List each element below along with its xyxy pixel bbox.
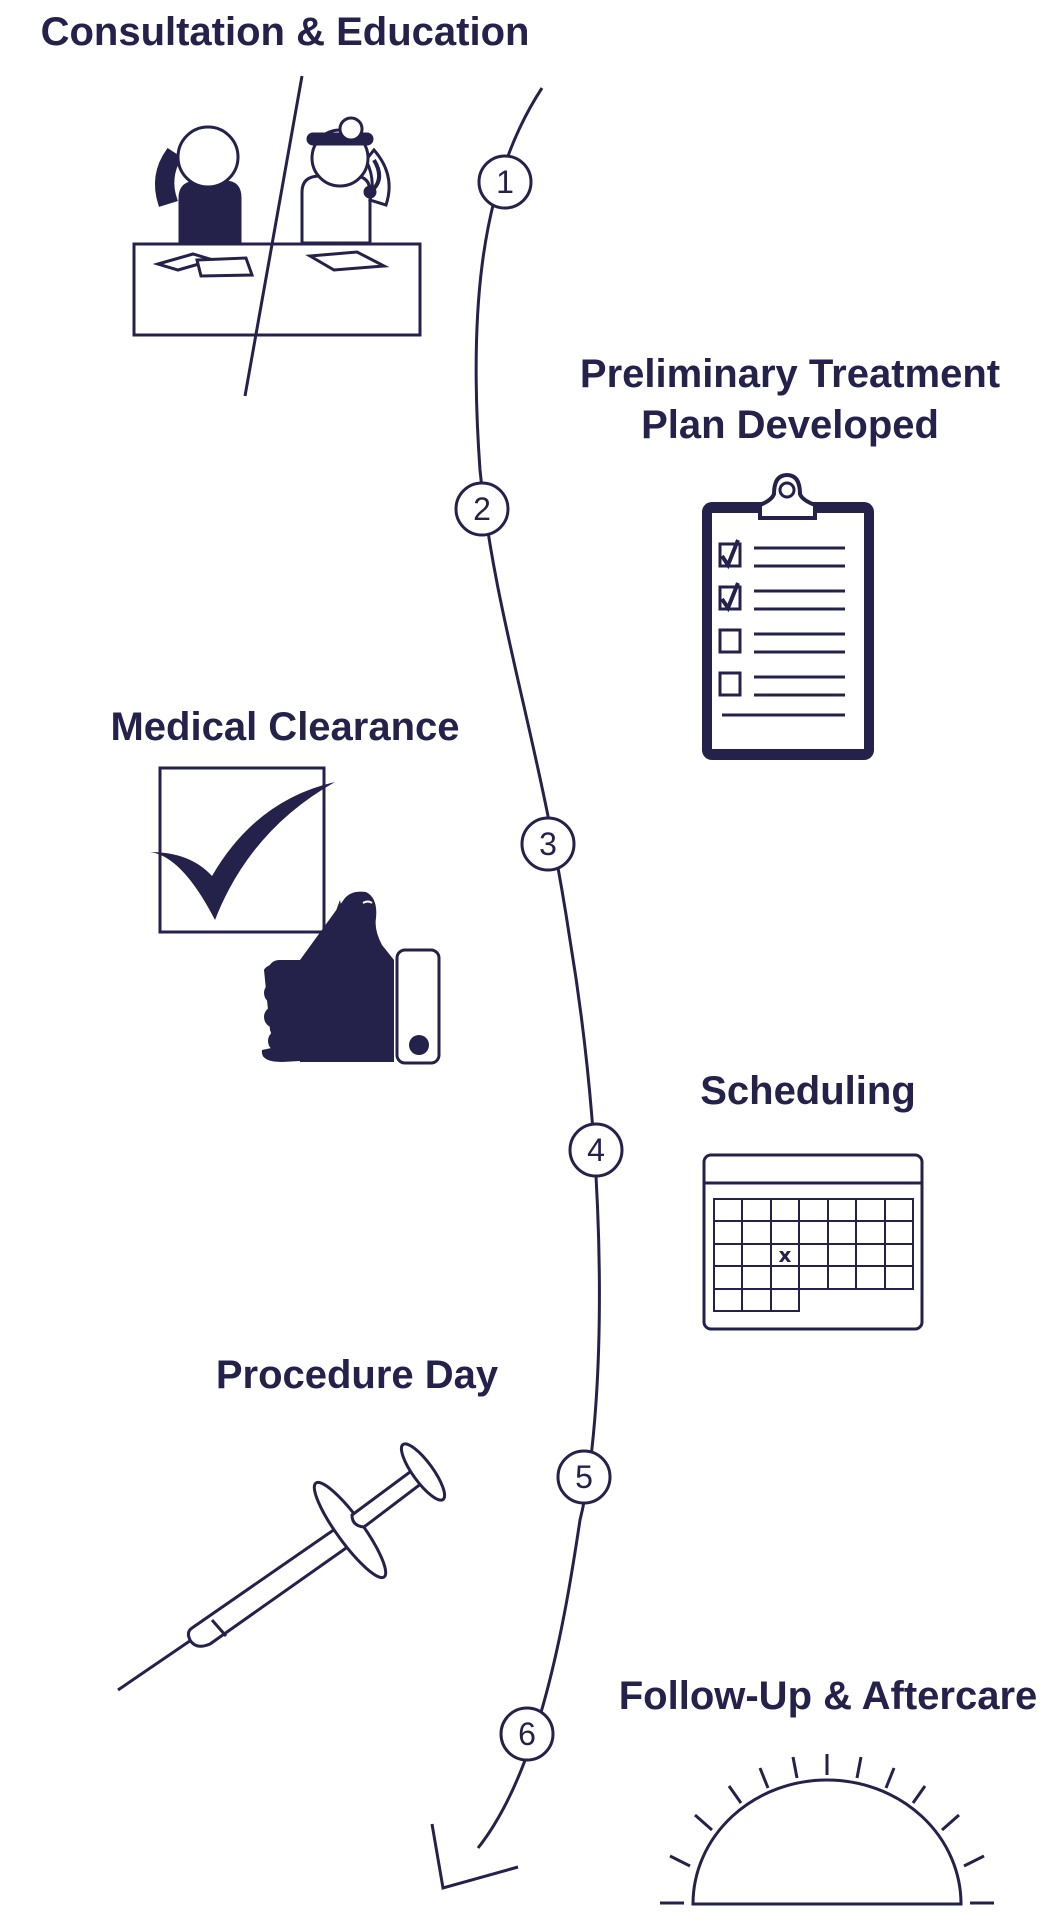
step-title-6: Follow-Up & Aftercare (619, 1674, 1038, 1718)
checkmark-thumbs-up-icon (150, 766, 441, 1065)
step-title-4: Scheduling (700, 1069, 916, 1113)
step-number: 6 (518, 1716, 536, 1752)
step-marker-2: 2 (454, 481, 510, 537)
step-number: 1 (496, 164, 514, 200)
step-marker-5: 5 (556, 1449, 612, 1505)
calendar-icon: x (702, 1153, 924, 1331)
step-number: 3 (539, 826, 557, 862)
timeline-curve (474, 87, 601, 1849)
consultation-icon (132, 75, 422, 397)
step-marker-1: 1 (477, 154, 533, 210)
step-title-5: Procedure Day (216, 1353, 499, 1397)
step-title-2-line-2: Plan Developed (641, 403, 939, 447)
step-marker-4: 4 (568, 1122, 624, 1178)
clipboard-checklist-icon (702, 472, 874, 760)
calendar-x-mark: x (779, 1243, 792, 1267)
step-number: 5 (575, 1459, 593, 1495)
sunrise-icon (660, 1754, 994, 1906)
step-title-1: Consultation & Education (41, 10, 530, 54)
step-number: 4 (587, 1132, 605, 1168)
step-title-3: Medical Clearance (110, 705, 459, 749)
step-marker-3: 3 (520, 816, 576, 872)
timeline-arrowhead (430, 1823, 519, 1890)
step-title-2-line-1: Preliminary Treatment (580, 352, 1000, 396)
step-marker-6: 6 (499, 1706, 555, 1762)
step-number: 2 (473, 491, 491, 527)
syringe-icon (117, 1442, 447, 1692)
